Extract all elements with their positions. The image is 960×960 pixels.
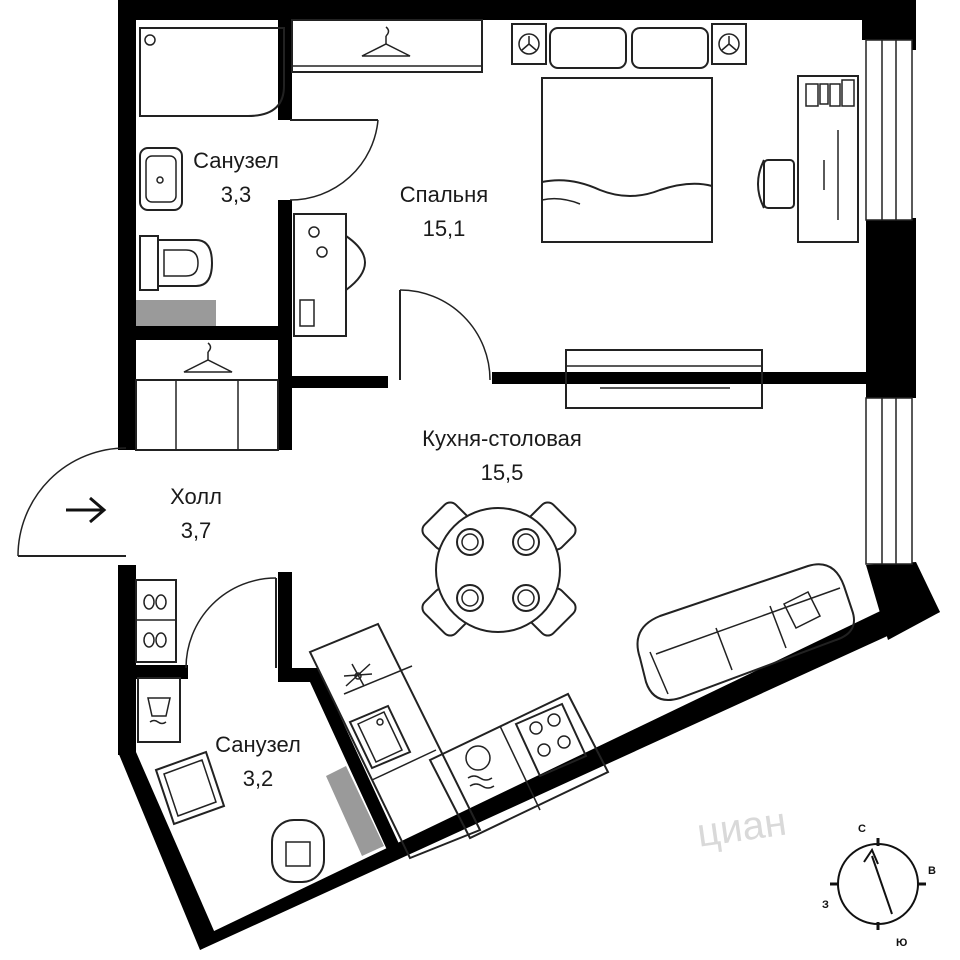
dishwasher-icon	[465, 745, 495, 789]
room-area: 15,5	[481, 460, 524, 485]
door-bathroom-bottom	[185, 577, 277, 669]
stove-icon	[514, 702, 588, 778]
entrance-door	[17, 447, 127, 557]
kitchen-counter	[308, 622, 610, 860]
chair-bedroom	[757, 159, 795, 209]
room-name: Холл	[170, 484, 222, 509]
room-name: Санузел	[193, 148, 279, 173]
room-area: 3,7	[181, 518, 212, 543]
dining-table	[421, 501, 577, 637]
nightstand-right	[711, 23, 747, 65]
kitchen-sink	[348, 704, 412, 770]
door-bathroom-top	[289, 119, 379, 201]
nightstand-left	[511, 23, 547, 65]
window-bottom-right	[865, 397, 913, 565]
compass: С В Ю З	[822, 823, 936, 949]
toilet-top	[139, 235, 214, 291]
vanity-desk	[293, 213, 366, 337]
walls	[118, 0, 940, 950]
room-name: Кухня-столовая	[422, 426, 582, 451]
shoe-rack	[135, 579, 177, 663]
wardrobe-hall	[135, 342, 279, 451]
wardrobe-bedroom	[291, 19, 483, 73]
door-bedroom	[399, 289, 491, 381]
room-area: 15,1	[423, 216, 466, 241]
sofa	[636, 563, 855, 701]
window-top-right	[865, 39, 913, 221]
room-name: Санузел	[215, 732, 301, 757]
shaft-bottom	[326, 766, 384, 856]
toilet-bottom	[271, 819, 325, 883]
room-label-bathroom-top: Санузел 3,3	[193, 148, 279, 207]
room-area: 3,3	[221, 182, 252, 207]
tv-stand	[565, 349, 763, 409]
entrance-arrow-icon	[66, 496, 107, 524]
washing-machine	[137, 677, 181, 743]
room-label-hall: Холл 3,7	[170, 484, 222, 543]
compass-south: Ю	[896, 937, 907, 949]
compass-north: С	[858, 823, 866, 835]
double-bed	[541, 27, 713, 243]
compass-west: З	[822, 899, 829, 911]
room-label-bedroom: Спальня 15,1	[400, 182, 488, 241]
room-area: 3,2	[243, 766, 274, 791]
desk-bedroom	[797, 75, 859, 243]
watermark: циан	[694, 800, 789, 856]
compass-east: В	[928, 865, 936, 877]
fridge-icon	[343, 663, 373, 687]
room-label-kitchen: Кухня-столовая 15,5	[422, 426, 582, 485]
room-label-bathroom-bottom: Санузел 3,2	[215, 732, 301, 791]
room-name: Спальня	[400, 182, 488, 207]
sink-bottom	[154, 750, 226, 826]
sink-top	[139, 147, 183, 211]
shaft-top	[136, 300, 216, 326]
compass-needle	[871, 855, 893, 915]
bathtub-shower	[139, 27, 285, 117]
